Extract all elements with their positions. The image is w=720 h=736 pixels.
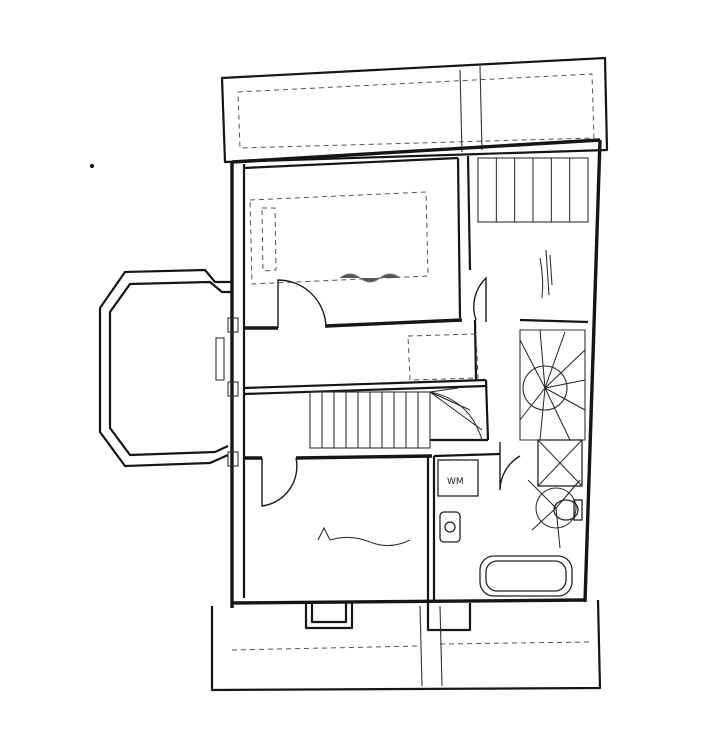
outer-walls bbox=[230, 138, 602, 608]
stair-middle bbox=[309, 391, 431, 449]
bathtub bbox=[479, 555, 573, 597]
landing-winders bbox=[407, 333, 483, 441]
bathroom-fixtures: WM bbox=[437, 439, 583, 597]
top-terrace bbox=[220, 56, 609, 164]
room-lower-left bbox=[236, 458, 428, 603]
hand-notes bbox=[90, 164, 553, 547]
spiral-stair bbox=[519, 329, 586, 549]
bay-window bbox=[98, 268, 232, 468]
washing-machine-label: WM bbox=[447, 477, 464, 487]
windows bbox=[215, 317, 239, 467]
washbasin-drain bbox=[444, 521, 456, 533]
interior-walls bbox=[243, 155, 589, 602]
washbasin bbox=[439, 511, 461, 543]
bottom-terrace bbox=[210, 599, 602, 692]
toilet bbox=[553, 499, 579, 521]
toilet-tank bbox=[573, 499, 583, 521]
bed-outline bbox=[249, 191, 429, 285]
bathtub-inner bbox=[485, 560, 567, 592]
doors bbox=[261, 276, 521, 507]
stair-top-right bbox=[477, 157, 589, 223]
shower-tray bbox=[537, 439, 583, 487]
washing-machine bbox=[437, 459, 479, 497]
stairs bbox=[309, 157, 589, 449]
